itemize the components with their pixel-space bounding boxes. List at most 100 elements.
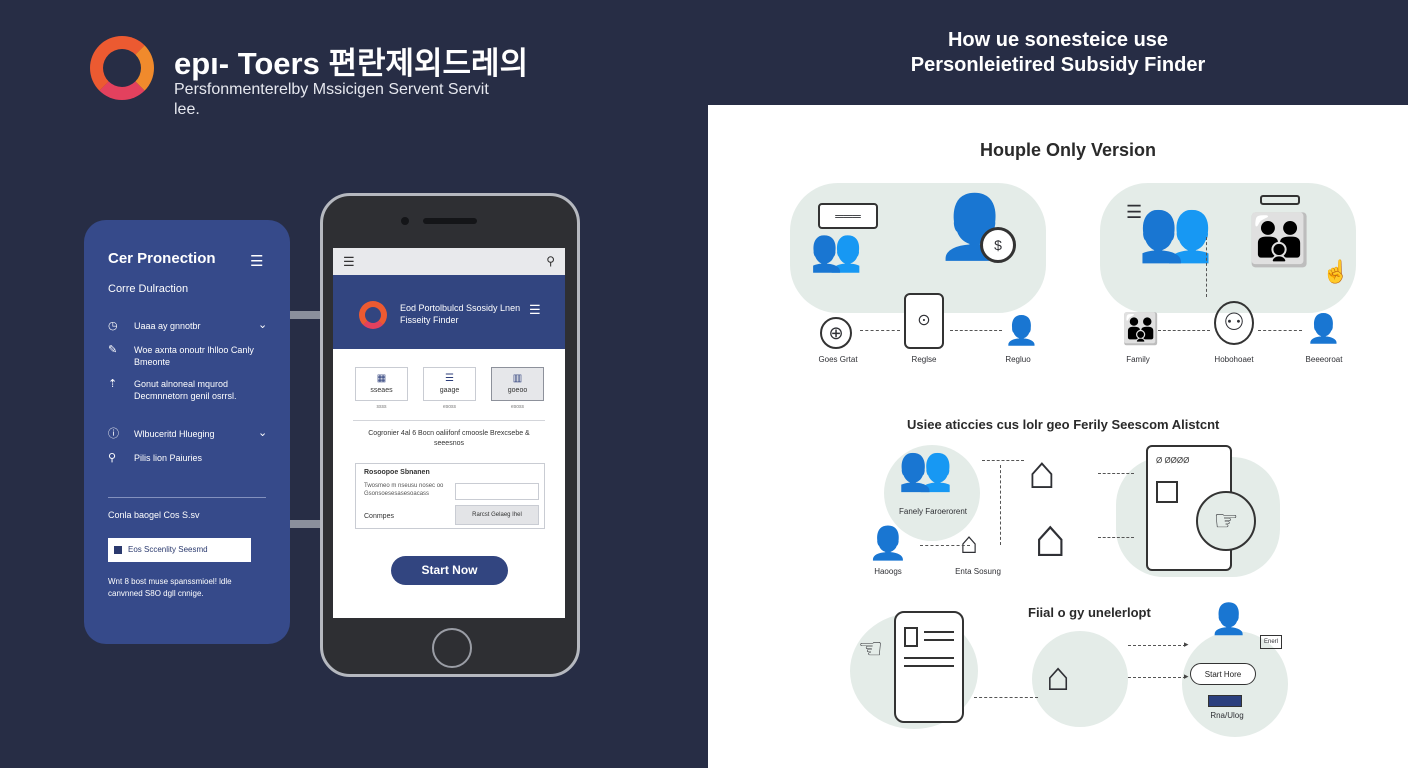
category-card-label: gaage <box>439 387 460 394</box>
house-cloud-icon: ⌂ <box>1028 446 1056 498</box>
category-card[interactable]: ▦ sseaes <box>355 367 408 401</box>
search-input[interactable]: Eos Sccenlity Seesmd <box>108 538 251 562</box>
node-caption: Enta Sosung <box>955 567 1001 576</box>
side-nav-item[interactable]: ◷ Uaaa ay gnnotbr ⌄ <box>108 319 278 332</box>
clock-icon: ◷ <box>108 320 118 332</box>
subsidy-form: Rosoopoe Sbnanen Twosmeo m nseusu nosec … <box>355 463 545 529</box>
phone-screen: ☰ ⚲ Eod Portolbulcd Ssosidy Lnen Fisseit… <box>333 248 565 618</box>
phone-lock-icon: ⊙ <box>904 293 944 349</box>
pen-icon: ✎ <box>108 344 118 356</box>
section-title: Fiial o gy unelerlopt <box>1028 605 1151 620</box>
right-title: How ue sonesteice use Personleietired Su… <box>708 28 1408 78</box>
side-nav-item[interactable]: ⇡ Gonut alnoneal mqurod Decmnnetorn geni… <box>108 378 278 401</box>
side-panel-subtitle: Corre Dulraction <box>108 283 189 295</box>
screen-header-title: Eod Portolbulcd Ssosidy Lnen Fisseity Fi… <box>400 303 521 325</box>
document-icon: ☰ <box>445 373 454 384</box>
node-caption: Rna/Ulog <box>1210 711 1244 720</box>
arrow-right-icon: ▸ <box>1184 639 1189 649</box>
hand-holding-icon: ☜ <box>858 633 884 664</box>
side-nav-item[interactable]: ⚲ Pilis lion Paiuries <box>108 452 278 464</box>
node-caption: Family <box>1126 355 1150 364</box>
category-card[interactable]: ☰ gaage <box>423 367 476 401</box>
sign-board-icon <box>1260 195 1300 205</box>
form-submit-button[interactable]: Rarcst Gelaeg Ihel <box>455 505 539 525</box>
divider <box>108 497 266 498</box>
menu-icon[interactable]: ☰ <box>250 253 264 270</box>
app-logo <box>359 301 387 329</box>
form-description: Twosmeo m nseusu nosec oo Gsonsoesesases… <box>364 483 444 497</box>
family-icon: 👪 <box>1248 212 1311 268</box>
side-panel-note: Wnt 8 bost muse spanssmioel! ldle canvnn… <box>108 577 232 598</box>
section-title: Usiee aticcies cus lolr geo Ferily Seesc… <box>907 417 1220 432</box>
dashed-connector <box>982 460 1024 461</box>
phone-speaker <box>423 218 477 224</box>
illustration-blob <box>1032 631 1128 727</box>
dashed-connector <box>860 330 900 331</box>
chevron-down-icon[interactable]: ⌄ <box>258 427 268 439</box>
side-panel-title: Cer Pronection <box>108 250 216 267</box>
dashed-connector <box>920 545 970 546</box>
start-now-button[interactable]: Start Now <box>391 556 508 585</box>
start-here-button[interactable]: Start Hore <box>1190 663 1256 685</box>
side-nav-item-label: Woe axnta onoutr lhlloo Canly Bmeonte <box>134 345 254 367</box>
dashed-connector <box>1098 537 1134 538</box>
dashed-connector <box>1000 465 1001 545</box>
building-icon: ▦ <box>376 373 387 384</box>
house-network-icon: ⌂ <box>1046 655 1071 699</box>
screen-toolbar: ☰ ⚲ <box>333 248 565 275</box>
checkbox-icon <box>114 545 122 554</box>
advisor-pair-icon: 👥 <box>898 444 953 493</box>
text-line <box>924 631 954 633</box>
infographic-heading: Houple Only Version <box>979 140 1157 160</box>
form-heading: Ø ØØØØ <box>1156 456 1190 465</box>
info-text: Cogronier 4al 6 Bocn oaliifonf cmoosle B… <box>368 430 530 447</box>
magnifier-icon: $ <box>980 227 1016 263</box>
dashed-connector <box>1128 645 1186 646</box>
side-nav-item-label: Pilis lion Paiuries <box>134 453 203 463</box>
people-pair-icon: 👥 <box>1138 197 1213 264</box>
dashed-connector <box>1206 237 1207 297</box>
category-card-label: sseaes <box>370 387 393 394</box>
dashed-connector <box>1128 677 1186 678</box>
house-icon: ⌂ <box>1034 508 1067 568</box>
brand-logo <box>90 36 154 100</box>
chat-bubble-icon: ═══ <box>818 203 878 229</box>
person-icon: 👤 <box>1004 315 1039 346</box>
right-title-line: Personleietired Subsidy Finder <box>910 54 1206 76</box>
home-button[interactable] <box>432 628 472 668</box>
category-card-caption: esoss <box>442 404 457 410</box>
category-card-label: goeoo <box>507 387 528 394</box>
chevron-down-icon[interactable]: ⌄ <box>258 319 268 331</box>
connector-line <box>290 311 322 319</box>
search-input-value: Eos Sccenlity Seesmd <box>128 545 208 554</box>
form-input[interactable] <box>455 483 539 500</box>
tablet-icon <box>894 611 964 723</box>
hand-tap-icon: ☞ <box>1196 491 1256 551</box>
pointer-hand-icon: ☝ <box>1322 259 1350 284</box>
arrow-right-icon: ▸ <box>1184 671 1189 681</box>
right-title-line: How ue sonesteice use <box>947 29 1169 51</box>
search-label: Conla baogel Cos S.sv <box>108 510 200 520</box>
node-caption: Regluo <box>1005 355 1031 364</box>
side-nav-item-label: Gonut alnoneal mqurod Decmnnetorn genil … <box>134 379 237 401</box>
search-icon[interactable]: ⚲ <box>546 254 555 268</box>
infographic-panel: Houple Only Version ═══ 👥 👤 $ ☰ 👥 👪 ☝ ⊕ … <box>708 105 1408 768</box>
menu-icon[interactable]: ☰ <box>529 302 541 317</box>
side-nav-item[interactable]: ⓘ Wlbuceritd Hlueging ⌄ <box>108 427 278 440</box>
form-row-label: Conmpes <box>364 513 394 520</box>
node-caption: Fanely Faroerorent <box>898 507 968 516</box>
couple-icon: 👥 <box>810 226 863 273</box>
person-icon: 👤 <box>868 525 908 561</box>
category-card-caption: ssss <box>376 404 387 410</box>
illustration-blob <box>884 445 980 541</box>
document-icon <box>904 627 918 647</box>
category-card-caption: esoss <box>510 404 525 410</box>
photo-icon <box>1156 481 1178 503</box>
person-icon: 👤 <box>1210 603 1248 636</box>
side-nav-item[interactable]: ✎ Woe axnta onoutr lhlloo Canly Bmeonte <box>108 344 278 367</box>
category-card-selected[interactable]: ▥ goeoo <box>491 367 544 401</box>
camera-icon <box>401 217 409 225</box>
info-icon: ⓘ <box>108 428 119 440</box>
menu-icon[interactable]: ☰ <box>343 254 355 269</box>
family-group-icon: 👪 <box>1122 313 1160 346</box>
